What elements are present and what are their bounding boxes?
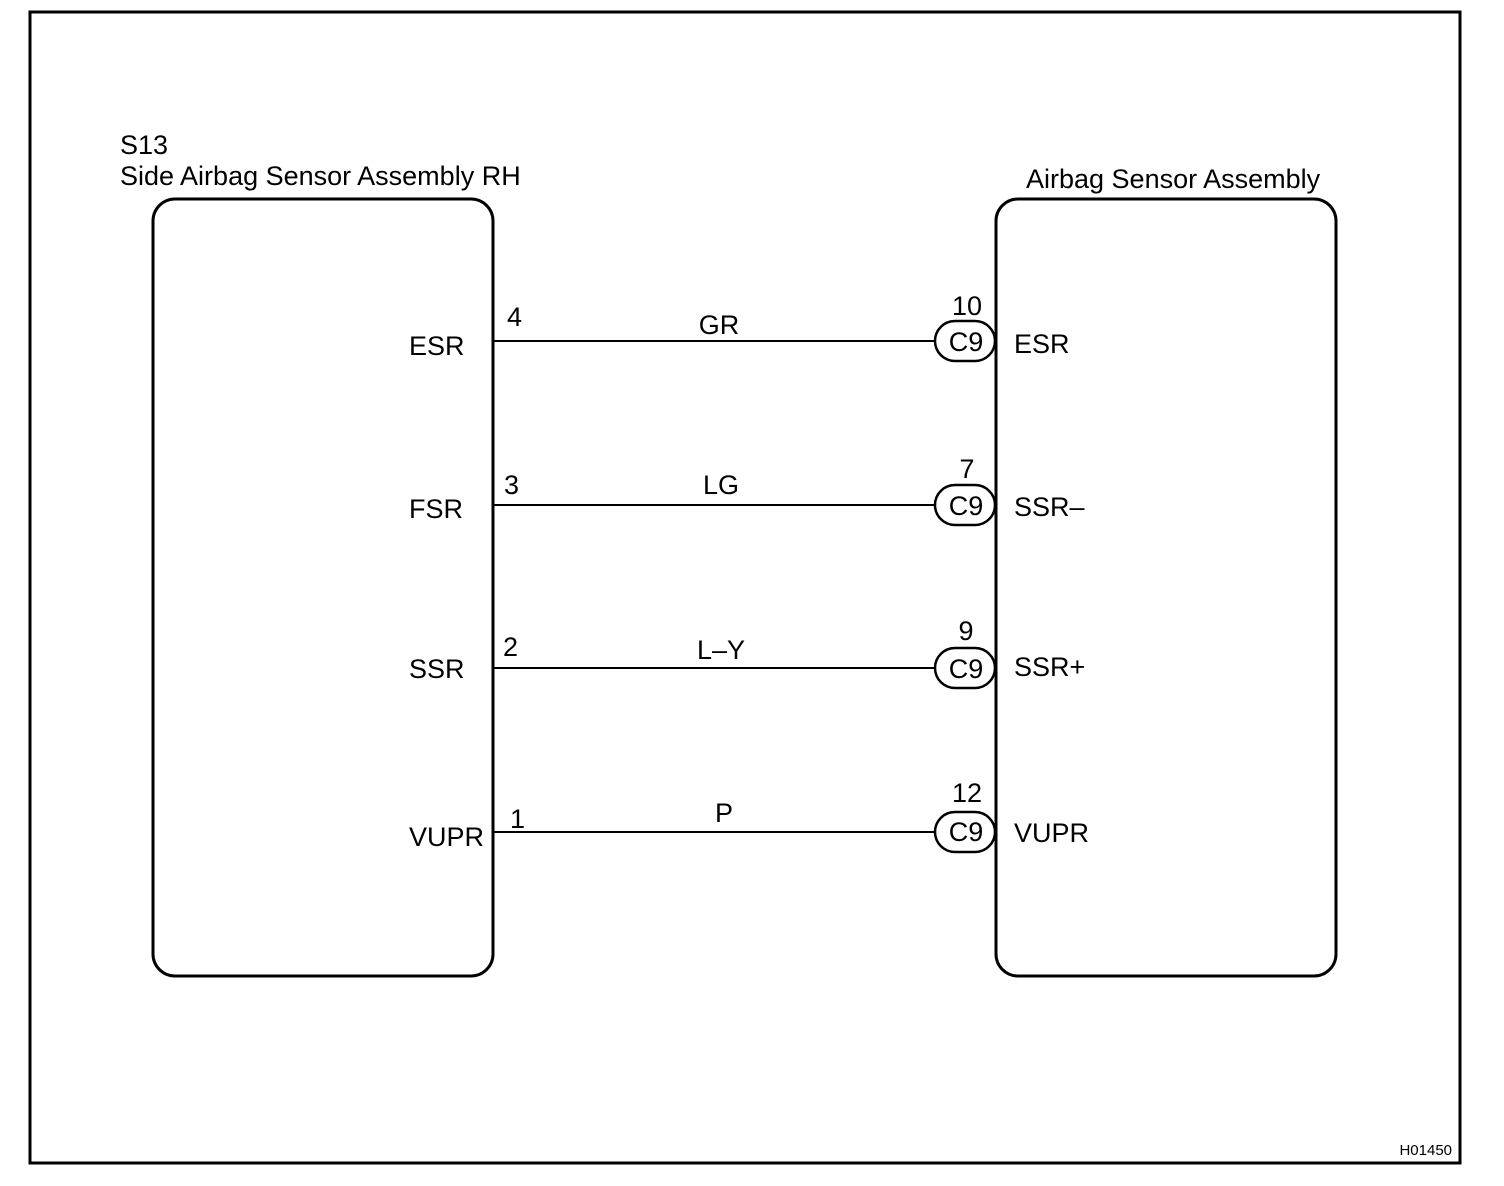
left-pin-number: 4 bbox=[507, 302, 522, 332]
connector-symbol bbox=[933, 319, 997, 363]
right-component-name: Airbag Sensor Assembly bbox=[1026, 164, 1321, 194]
wire-color-label: P bbox=[715, 798, 733, 828]
connector-code: C9 bbox=[949, 491, 984, 521]
left-terminal-label: VUPR bbox=[409, 822, 484, 852]
figure-id: H01450 bbox=[1399, 1142, 1452, 1159]
wire-color-label: GR bbox=[699, 310, 740, 340]
connector-code: C9 bbox=[949, 817, 984, 847]
wire-circuit: VUPR 1 P C9 12 VUPR bbox=[409, 778, 1089, 854]
left-pin-number: 3 bbox=[504, 470, 519, 500]
right-component-box bbox=[994, 197, 1338, 978]
left-component-name: Side Airbag Sensor Assembly RH bbox=[120, 161, 521, 191]
connector-symbol bbox=[933, 483, 997, 527]
left-pin-number: 1 bbox=[510, 804, 525, 834]
right-terminal-label: VUPR bbox=[1014, 818, 1089, 848]
wire-circuit: ESR 4 GR C9 10 ESR bbox=[409, 291, 1070, 363]
right-terminal-label: SSR– bbox=[1014, 492, 1085, 522]
connector-symbol bbox=[933, 810, 997, 854]
right-terminal-label: SSR+ bbox=[1014, 652, 1085, 682]
wire-circuit: FSR 3 LG C9 7 SSR– bbox=[409, 454, 1085, 527]
right-pin-number: 10 bbox=[952, 291, 982, 321]
wire-circuit: SSR 2 L–Y C9 9 SSR+ bbox=[409, 616, 1085, 690]
left-terminal-label: ESR bbox=[409, 331, 465, 361]
diagram-frame bbox=[28, 10, 1462, 1165]
left-component-code: S13 bbox=[120, 130, 168, 160]
connector-code: C9 bbox=[949, 327, 984, 357]
left-terminal-label: FSR bbox=[409, 494, 463, 524]
right-pin-number: 9 bbox=[958, 616, 973, 646]
connector-symbol bbox=[933, 646, 997, 690]
left-terminal-label: SSR bbox=[409, 654, 465, 684]
right-terminal-label: ESR bbox=[1014, 329, 1070, 359]
connector-code: C9 bbox=[949, 654, 984, 684]
left-pin-number: 2 bbox=[503, 632, 518, 662]
left-component-box bbox=[151, 197, 495, 978]
right-pin-number: 7 bbox=[959, 454, 974, 484]
wire-color-label: L–Y bbox=[697, 635, 745, 665]
wire-color-label: LG bbox=[703, 470, 739, 500]
right-pin-number: 12 bbox=[952, 778, 982, 808]
